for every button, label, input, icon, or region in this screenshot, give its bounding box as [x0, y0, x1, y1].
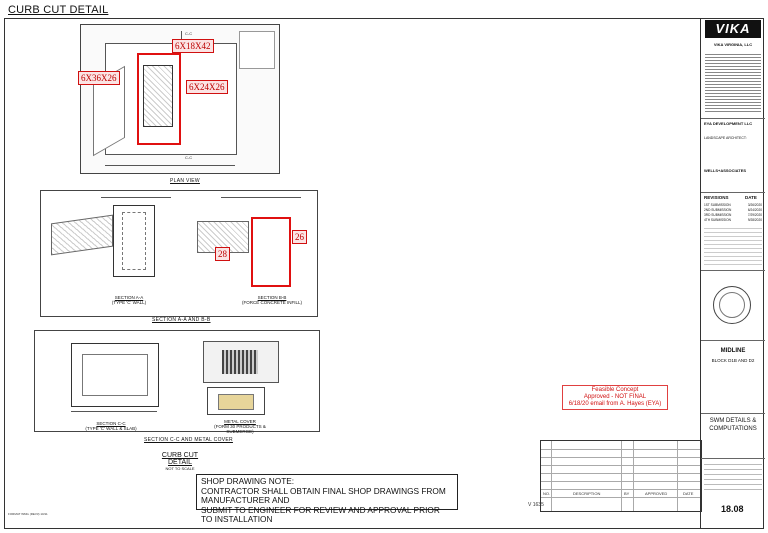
rev-col-description: DESCRIPTION: [573, 491, 601, 496]
company-fine-print: [705, 54, 761, 114]
detail-caption: CURB CUT DETAIL NOT TO SCALE: [150, 452, 210, 471]
sheet-subtitle: SWM DETAILS & COMPUTATIONS: [709, 418, 757, 432]
section-c-dim: [71, 411, 157, 412]
rev-col-approved: APPROVED: [645, 491, 668, 496]
rev-col-date: DATE: [683, 491, 694, 496]
section-c-inner: [82, 354, 148, 396]
section-mark-top: C-C: [185, 31, 193, 36]
section-a-dim: [101, 197, 171, 198]
section-a-soil: [51, 214, 113, 256]
date-label: DATE: [745, 195, 757, 200]
callout-26: 26: [292, 230, 307, 244]
engineer-seal: [713, 286, 751, 324]
callout-6x36x26: 6X36X26: [78, 71, 120, 85]
section-b-title: SECTION B-B: [257, 295, 287, 300]
metal-cover-photo: [203, 341, 279, 383]
shop-note-line1: CONTRACTOR SHALL OBTAIN FINAL SHOP DRAWI…: [201, 485, 446, 505]
metal-cover-title: METAL COVER: [224, 419, 256, 424]
sections-ab-caption: SECTION A-A AND B-B: [152, 317, 211, 323]
stamp-line1: Feasible Concept: [591, 387, 639, 393]
section-b-dim: [221, 197, 301, 198]
sheet-info-lines: [704, 464, 762, 494]
metal-cover-subtitle: (FORM 30 PRODUCTS & SUBMERGE): [214, 424, 266, 434]
project-block: BLOCK D1B AND D2: [711, 358, 755, 363]
bottom-left-tag: FORMAT WMG (REV3) 10/11: [8, 512, 48, 516]
landscape-label: LANDSCAPE ARCHITECT:: [704, 136, 747, 140]
callout-6x24x26: 6X24X26: [186, 80, 228, 94]
drawing-sheet: [4, 18, 764, 529]
section-c-title-block: SECTION C-C (TYPE 'C' WALL & SLAB): [81, 421, 141, 431]
section-a-title: SECTION A-A: [114, 295, 144, 300]
rev-col-no: NO.: [543, 491, 551, 496]
section-c-title: SECTION C-C: [96, 421, 126, 426]
section-a-title-block: SECTION A-A (TYPE 'C' WALL): [99, 295, 159, 305]
metal-cover-title-block: METAL COVER (FORM 30 PRODUCTS & SUBMERGE…: [205, 419, 275, 434]
rev-col-by: BY: [624, 491, 630, 496]
metal-cover-section: [207, 387, 265, 415]
section-a-subtitle: (TYPE 'C' WALL): [111, 300, 147, 305]
callout-6x18x42: 6X18X42: [172, 39, 214, 53]
approval-stamp: Feasible Concept Approved - NOT FINAL 6/…: [562, 385, 668, 410]
detail-caption-scale: NOT TO SCALE: [165, 466, 195, 471]
section-a-structure: [113, 205, 155, 277]
client-name: EYA DEVELOPMENT LLC: [704, 121, 753, 126]
revisions-label: REVISIONS: [704, 195, 729, 200]
section-a-inner: [122, 212, 146, 270]
stamp-line3: 6/18/20 email from A. Hayes (EYA): [568, 401, 662, 407]
sheet-title: CURB CUT DETAIL: [8, 4, 109, 16]
detail-caption-title: CURB CUT DETAIL: [161, 452, 199, 466]
revision-table: NO. DESCRIPTION BY APPROVED DATE: [540, 440, 702, 512]
metal-cover-fill: [218, 394, 254, 410]
revision-grid: [704, 228, 762, 268]
sheet-number: 18.08: [721, 504, 744, 514]
section-mark-bottom: C-C: [185, 155, 193, 160]
footer-id: V 1635: [528, 502, 544, 508]
plan-inlet-grate: [143, 65, 173, 127]
title-block: VIKA VIKA VIRGINIA, LLC EYA DEVELOPMENT …: [700, 18, 765, 529]
traffic-consultant: WELLS+ASSOCIATES: [704, 168, 747, 173]
plan-legend: [239, 31, 275, 69]
vika-logo: VIKA: [705, 20, 761, 38]
section-b-subtitle: (FORCE CONCRETE INFILL): [241, 300, 302, 305]
section-c-structure: [71, 343, 159, 407]
dimension-line: [105, 165, 235, 166]
section-c-subtitle: (TYPE 'C' WALL & SLAB): [85, 426, 137, 431]
sections-cc-frame: SECTION C-C (TYPE 'C' WALL & SLAB) METAL…: [34, 330, 320, 434]
shop-note-heading: SHOP DRAWING NOTE:: [201, 476, 295, 486]
section-b-title-block: SECTION B-B (FORCE CONCRETE INFILL): [237, 295, 307, 305]
shop-drawing-note: SHOP DRAWING NOTE: CONTRACTOR SHALL OBTA…: [196, 474, 458, 524]
sections-cc-caption: SECTION C-C AND METAL COVER: [144, 437, 233, 443]
shop-note-line2: SUBMIT TO ENGINEER FOR REVIEW AND APPROV…: [201, 504, 440, 524]
callout-28: 28: [215, 247, 230, 261]
company-name: VIKA VIRGINIA, LLC: [713, 42, 753, 47]
section-b-structure: [251, 217, 291, 287]
stamp-line2: Approved - NOT FINAL: [583, 394, 647, 400]
section-cut-line: [181, 31, 182, 43]
sections-ab-frame: SECTION A-A (TYPE 'C' WALL) SECTION B-B …: [40, 190, 318, 317]
plan-red-outline: [137, 53, 181, 145]
metal-cover-grate: [222, 350, 258, 374]
plan-view-caption: PLAN VIEW: [170, 178, 200, 184]
engineer-seal-inner: [719, 292, 745, 318]
project-name: MIDLINE: [720, 348, 746, 354]
